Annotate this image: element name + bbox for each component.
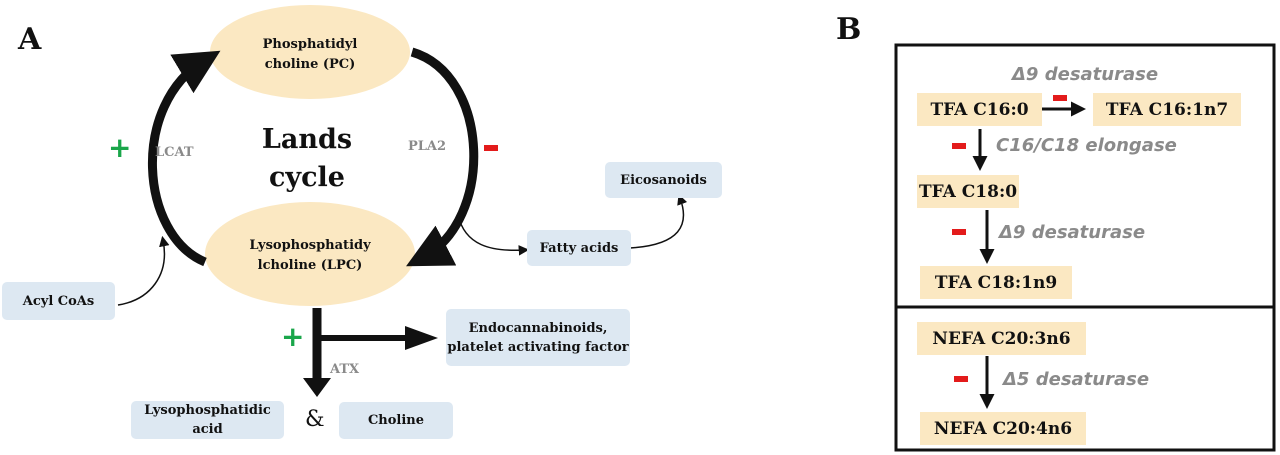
pc-oval <box>210 5 410 99</box>
d9-desaturase-label-2: Δ9 desaturase <box>999 222 1146 243</box>
pla2-minus-sign <box>484 145 498 151</box>
d5-desaturase-label: Δ5 desaturase <box>1003 369 1150 390</box>
panel-b-bottom-frame <box>894 305 1276 452</box>
atx-plus-sign: + <box>281 320 305 353</box>
lcat-label: LCAT <box>155 145 194 160</box>
tfa-c18-0-box: TFA C18:0 <box>917 175 1019 208</box>
acyl-coas-arrow <box>117 235 170 306</box>
endocannabinoids-box: Endocannabinoids, platelet activating fa… <box>446 309 630 366</box>
d9-desaturase-label-1: Δ9 desaturase <box>1012 64 1159 85</box>
tfa-c16-1n7-box: TFA C16:1n7 <box>1093 93 1241 126</box>
panel-a-letter: A <box>18 22 42 57</box>
lcat-arrow <box>147 50 221 267</box>
endocannabinoids-arrow-head <box>405 326 438 350</box>
pla2-label: PLA2 <box>408 139 447 154</box>
pc-label: Phosphatidyl choline (PC) <box>262 37 358 72</box>
d9-2-minus-sign <box>952 229 966 235</box>
choline-box: Choline <box>339 402 453 439</box>
atx-arrow-head <box>303 378 331 397</box>
panel-b-letter: B <box>836 12 862 47</box>
elongase-label: C16/C18 elongase <box>996 135 1177 156</box>
tfa-c16-0-box: TFA C16:0 <box>917 93 1042 126</box>
nefa-c20-3n6-box: NEFA C20:3n6 <box>917 322 1086 355</box>
tfa-c18-1n9-box: TFA C18:1n9 <box>920 266 1072 299</box>
pla2-arrow <box>406 47 479 267</box>
lcat-plus-sign: + <box>108 131 132 164</box>
nefa-c20-4n6-box: NEFA C20:4n6 <box>920 412 1086 445</box>
elongase-minus-sign <box>952 143 966 149</box>
eicosanoids-box: Eicosanoids <box>605 162 722 198</box>
d9-1-minus-sign <box>1053 95 1067 101</box>
d5-minus-sign <box>954 376 968 382</box>
acyl-coas-box: Acyl CoAs <box>2 282 115 320</box>
eicosanoids-arrow <box>629 194 688 249</box>
ampersand: & <box>305 407 325 432</box>
fatty-acids-arrow <box>457 214 530 256</box>
lysophosphatidic-acid-box: Lysophosphatidic acid <box>131 401 284 439</box>
fatty-acids-box: Fatty acids <box>527 230 631 266</box>
lpc-oval <box>205 202 415 306</box>
lpc-label: Lysophosphatidy lcholine (LPC) <box>249 238 371 273</box>
lands-cycle-label: Lands cycle <box>261 124 353 193</box>
atx-label: ATX <box>330 362 360 377</box>
